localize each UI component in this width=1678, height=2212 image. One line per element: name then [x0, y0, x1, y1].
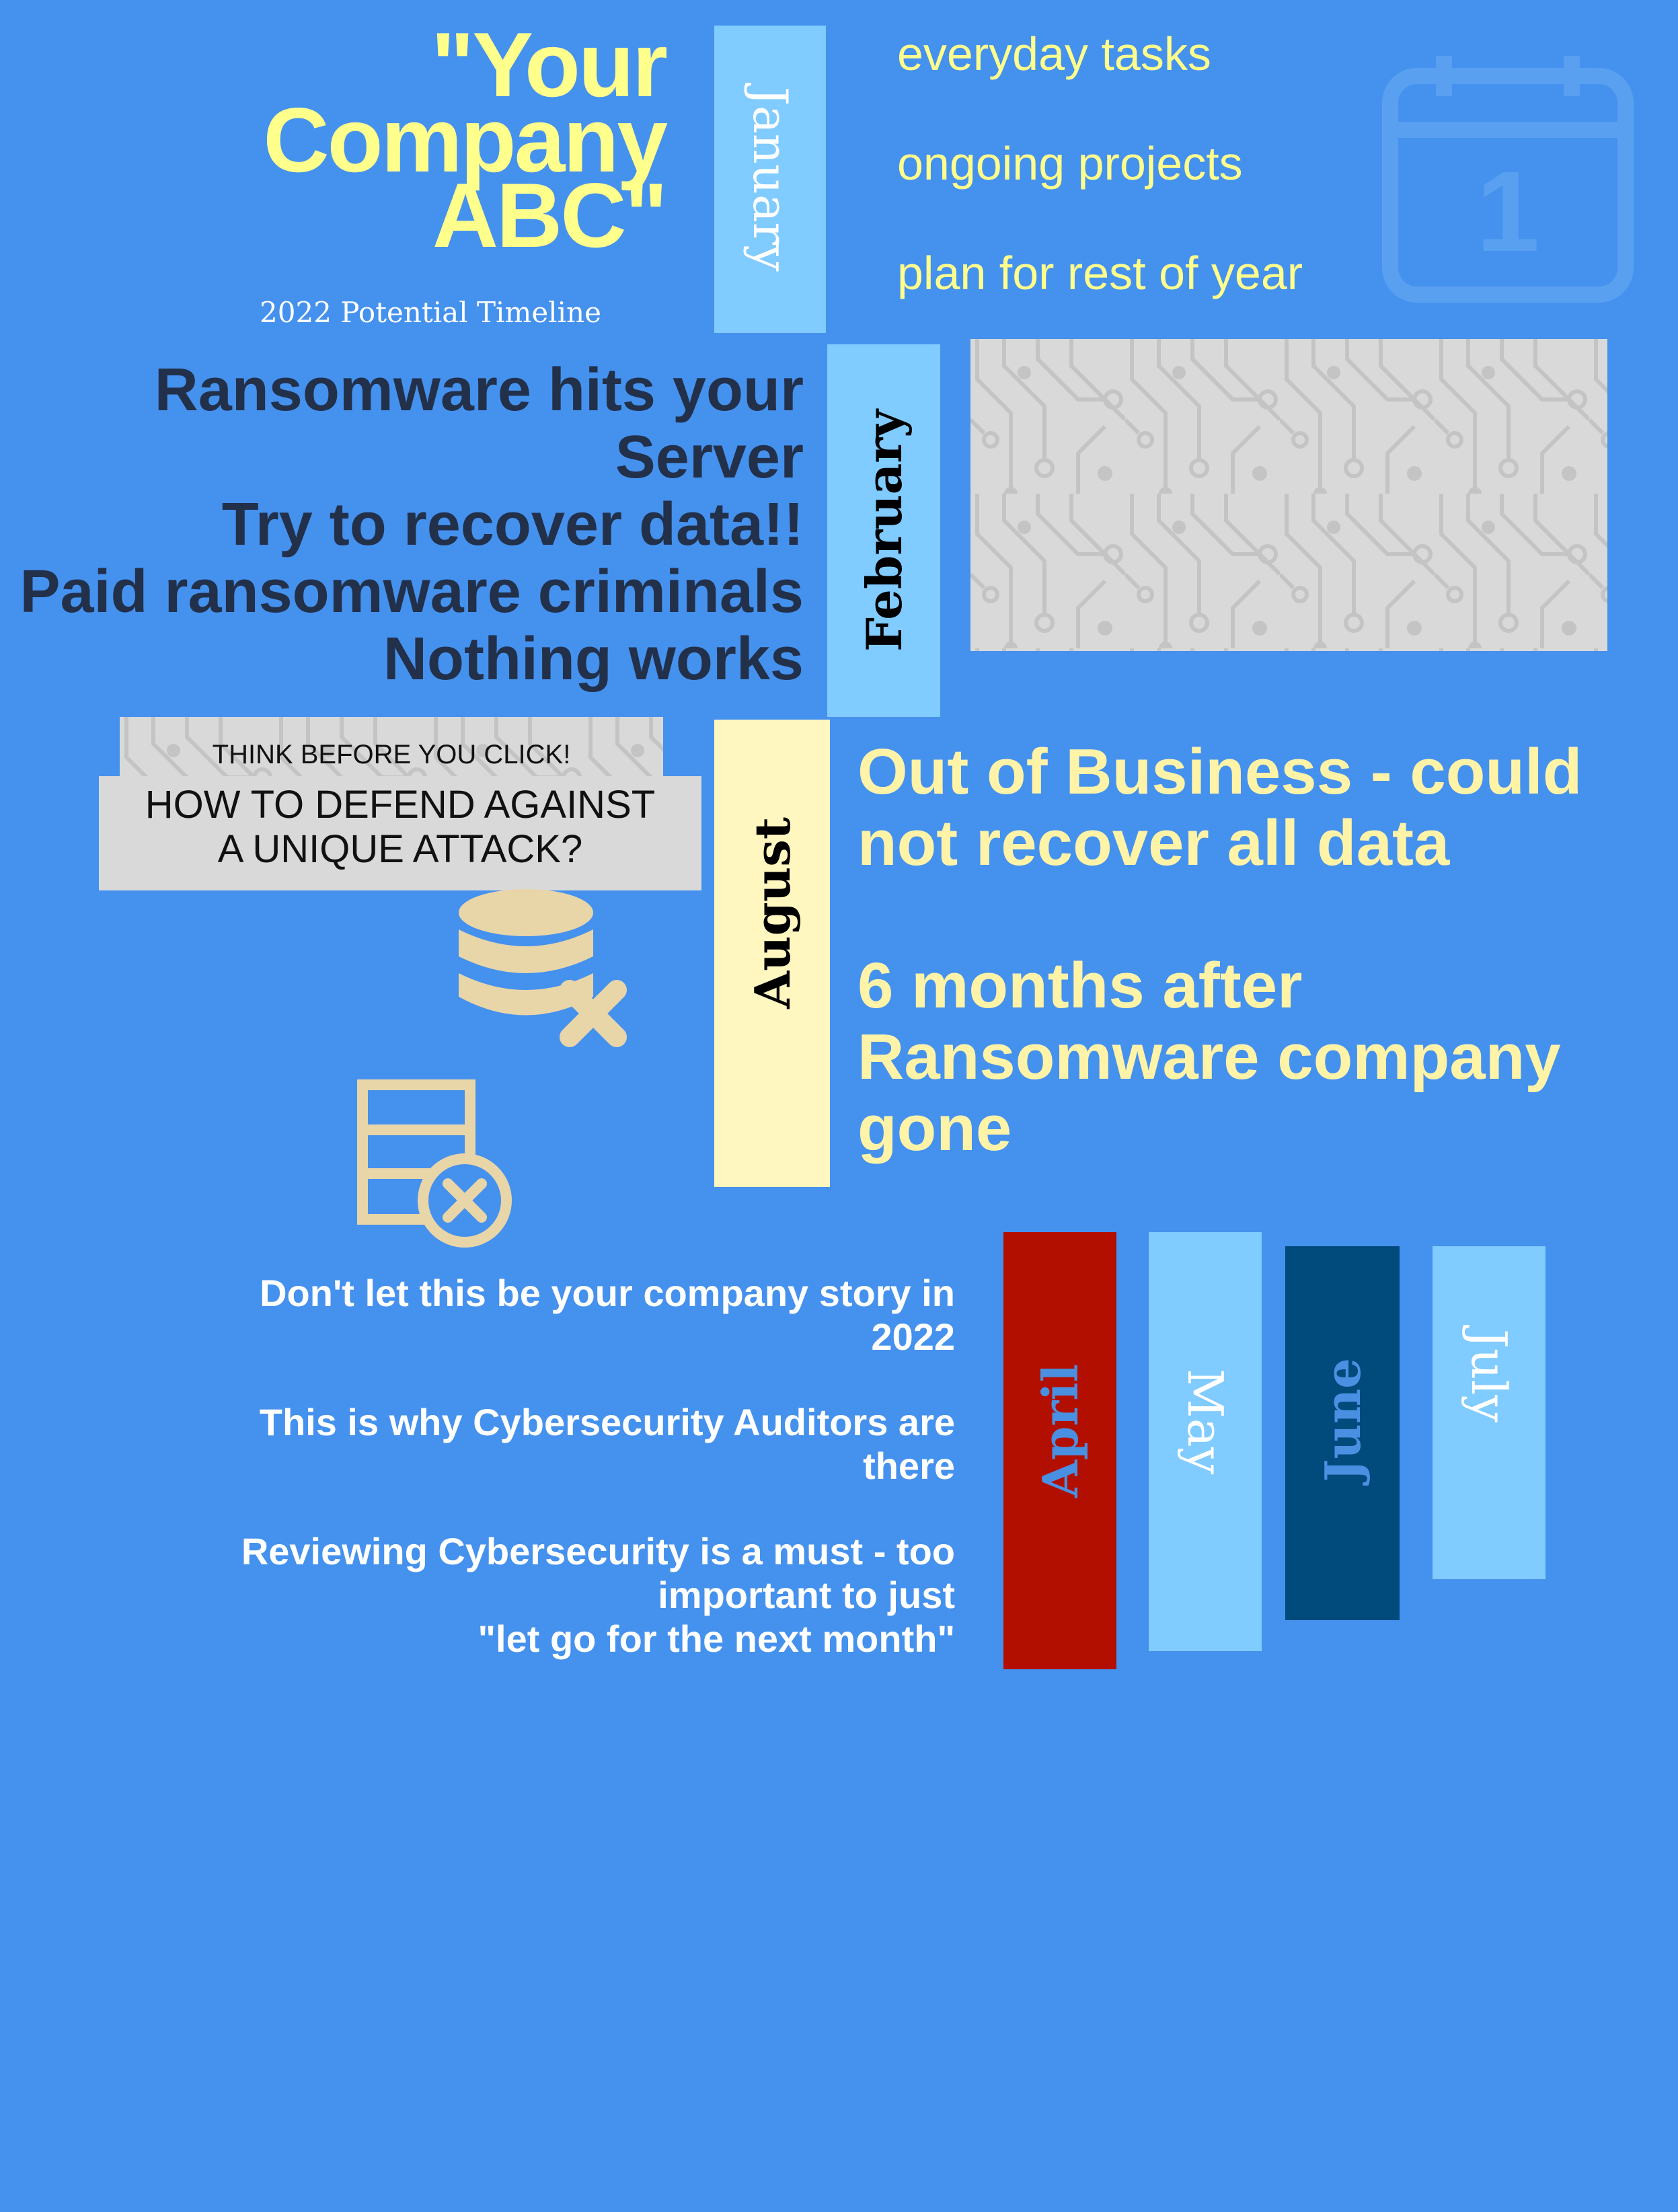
month-label: August [743, 817, 801, 1009]
title-line: ABC" [432, 164, 668, 266]
month-bar-february: February [827, 344, 940, 717]
banner-small-text: THINK BEFORE YOU CLICK! [212, 740, 571, 769]
month-bar-august: August [714, 720, 830, 1187]
banner-line: A UNIQUE ATTACK? [217, 827, 583, 871]
message-line: there [863, 1445, 955, 1487]
event-line: Ransomware hits your [154, 356, 804, 424]
month-label: January [742, 87, 798, 272]
calendar-icon: 1 [1382, 56, 1634, 303]
august-events: Out of Business - could not recover all … [857, 736, 1582, 1164]
title-line: "Your [430, 13, 668, 116]
event-line: 6 months after [857, 950, 1303, 1022]
month-bar-june: June [1285, 1246, 1400, 1620]
banner-main: HOW TO DEFEND AGAINST A UNIQUE ATTACK? [99, 776, 701, 890]
event-line: Ransomware company [857, 1021, 1561, 1093]
january-tasks: everyday tasks ongoing projects plan for… [897, 27, 1303, 356]
message-line: "let go for the next month" [478, 1617, 955, 1660]
month-label: April [1031, 1363, 1089, 1498]
event-line: Nothing works [383, 625, 804, 693]
month-label: May [1177, 1368, 1233, 1475]
table-error-icon [357, 1079, 512, 1248]
svg-text:1: 1 [1476, 148, 1540, 276]
event-line: Try to recover data!! [221, 491, 804, 558]
database-error-icon [459, 889, 627, 1047]
february-events: Ransomware hits your Server Try to recov… [20, 356, 804, 693]
month-label: July [1461, 1329, 1517, 1422]
message-line: important to just [658, 1574, 955, 1616]
message-line: Reviewing Cybersecurity is a must - too [241, 1530, 955, 1572]
month-label: February [855, 409, 913, 652]
circuit-image [970, 339, 1607, 651]
task-item: plan for rest of year [897, 247, 1303, 299]
event-line: gone [857, 1092, 1012, 1164]
month-bar-may: May [1149, 1232, 1262, 1651]
message-line: Don't let this be your company story in [260, 1272, 955, 1314]
event-line: Paid ransomware criminals [20, 558, 804, 625]
month-bar-april: April [1003, 1232, 1116, 1669]
subtitle: 2022 Potential Timeline [260, 296, 601, 329]
event-line: Out of Business - could [857, 736, 1582, 808]
month-bar-july: July [1433, 1246, 1546, 1579]
message-line: This is why Cybersecurity Auditors are [259, 1401, 955, 1443]
task-item: ongoing projects [897, 137, 1243, 190]
company-title: "Your Company ABC" [263, 13, 668, 266]
banner-background [120, 717, 663, 777]
closing-message: Don't let this be your company story in … [241, 1271, 955, 1661]
task-item: everyday tasks [897, 28, 1211, 80]
event-line: Server [615, 424, 804, 491]
month-bar-january: January [714, 26, 826, 333]
month-label: June [1313, 1357, 1371, 1482]
event-line: not recover all data [857, 807, 1450, 879]
title-line: Company [263, 89, 668, 191]
message-line: 2022 [871, 1315, 955, 1358]
banner-line: HOW TO DEFEND AGAINST [145, 783, 656, 827]
